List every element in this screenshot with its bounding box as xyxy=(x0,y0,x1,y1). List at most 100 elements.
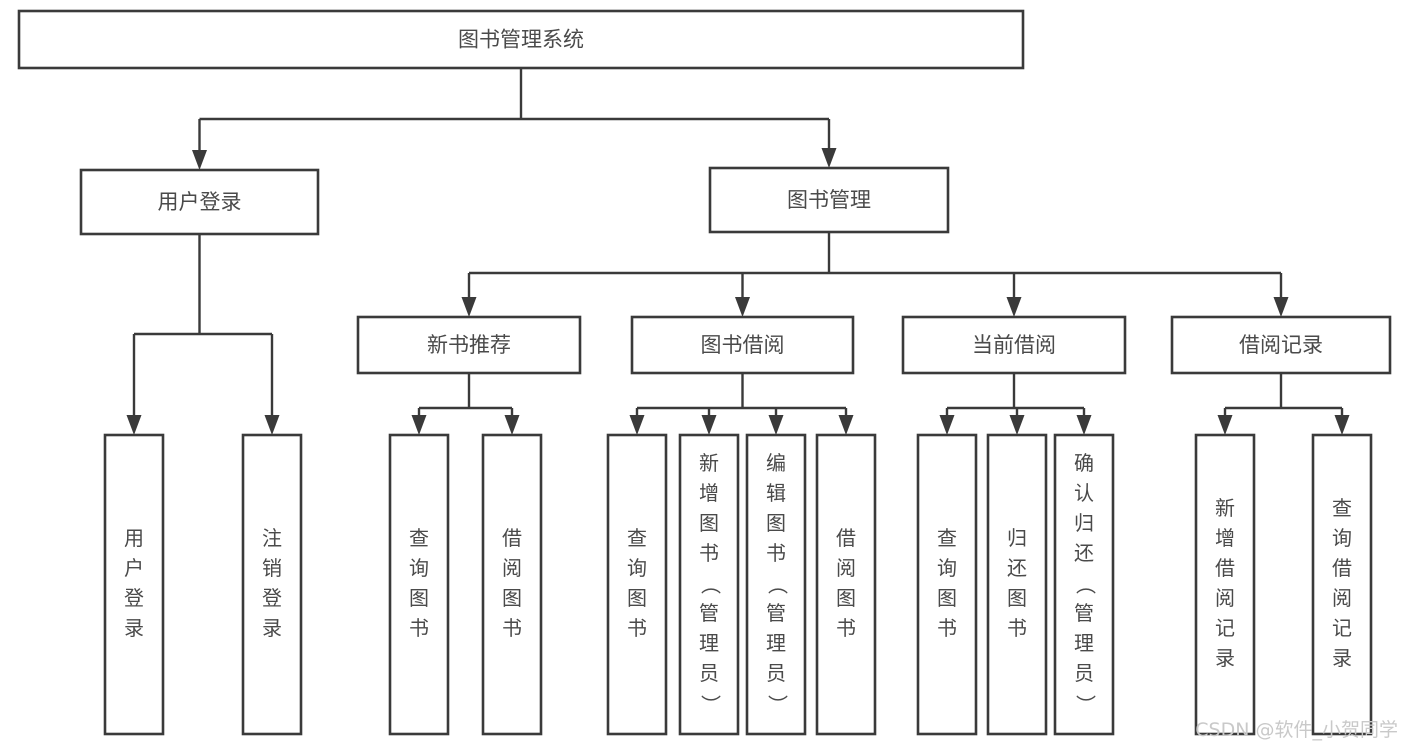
node-label-leaf-current-confirm: 归 xyxy=(1074,511,1094,535)
node-label-leaf-borrow-lend: 书 xyxy=(836,616,856,640)
node-box-leaf-record-add xyxy=(1194,433,1256,736)
node-box-leaf-user-logout xyxy=(241,433,303,736)
node-label-leaf-current-confirm: 理 xyxy=(1074,631,1094,655)
node-box-leaf-borrow-query xyxy=(606,433,668,736)
node-label-leaf-newbook-query: 查 xyxy=(409,526,429,550)
node-box-leaf-current-confirm xyxy=(1053,433,1115,736)
node-label-leaf-user-logout: 录 xyxy=(262,616,282,640)
node-label-leaf-borrow-edit: 员 xyxy=(766,661,786,685)
node-label-leaf-current-query: 询 xyxy=(937,556,957,580)
node-label-leaf-record-query: 阅 xyxy=(1332,586,1352,610)
node-root[interactable]: 图书管理系统 xyxy=(17,9,1025,70)
node-box-leaf-record-query xyxy=(1311,433,1373,736)
node-box-leaf-newbook-query xyxy=(388,433,450,736)
node-label-leaf-borrow-add: 管 xyxy=(699,601,719,625)
node-label-leaf-newbook-borrow: 借 xyxy=(502,526,522,550)
node-box-leaf-newbook-borrow xyxy=(481,433,543,736)
node-newbook[interactable]: 新书推荐 xyxy=(356,315,582,375)
node-label-leaf-borrow-edit: 理 xyxy=(766,631,786,655)
node-label-leaf-borrow-add: （ xyxy=(699,575,723,595)
node-label-leaf-borrow-lend: 借 xyxy=(836,526,856,550)
node-label-leaf-record-query: 查 xyxy=(1332,496,1352,520)
node-layer: 图书管理系统用户登录图书管理新书推荐图书借阅当前借阅借阅记录用户登录注销登录查询… xyxy=(17,9,1392,736)
node-label-leaf-user-login: 录 xyxy=(124,616,144,640)
node-current[interactable]: 当前借阅 xyxy=(901,315,1127,375)
node-label-leaf-newbook-query: 书 xyxy=(409,616,429,640)
node-label-leaf-user-logout: 登 xyxy=(262,586,282,610)
node-label-leaf-borrow-add: 员 xyxy=(699,661,719,685)
node-label-bookmgmt: 图书管理 xyxy=(787,188,871,212)
node-label-leaf-borrow-add: 增 xyxy=(699,481,719,505)
node-box-leaf-user-login xyxy=(103,433,165,736)
csdn-watermark: CSDN @软件_小贺同学 xyxy=(1195,719,1398,741)
node-label-leaf-record-query: 录 xyxy=(1332,646,1352,670)
node-label-leaf-current-confirm: 确 xyxy=(1074,451,1094,475)
node-label-leaf-current-confirm: ） xyxy=(1074,695,1098,715)
edge-group-record xyxy=(1217,373,1350,435)
node-label-leaf-current-confirm: （ xyxy=(1074,575,1098,595)
node-label-leaf-borrow-lend: 阅 xyxy=(836,556,856,580)
node-label-record: 借阅记录 xyxy=(1239,333,1323,357)
node-login[interactable]: 用户登录 xyxy=(79,168,320,236)
node-box-leaf-borrow-lend xyxy=(815,433,877,736)
node-label-root: 图书管理系统 xyxy=(458,28,584,52)
node-label-leaf-current-query: 书 xyxy=(937,616,957,640)
node-label-newbook: 新书推荐 xyxy=(427,333,511,357)
node-label-leaf-borrow-add: 新 xyxy=(699,451,719,475)
node-label-leaf-user-logout: 注 xyxy=(262,526,282,550)
node-label-leaf-user-login: 用 xyxy=(124,526,144,550)
node-label-leaf-current-confirm: 还 xyxy=(1074,541,1094,565)
node-label-leaf-record-add: 阅 xyxy=(1215,586,1235,610)
edge-group-borrow xyxy=(629,373,854,435)
node-label-leaf-current-confirm: 员 xyxy=(1074,661,1094,685)
node-label-login: 用户登录 xyxy=(158,190,242,214)
node-label-leaf-current-query: 图 xyxy=(937,586,957,610)
node-box-record xyxy=(1170,315,1392,375)
node-label-leaf-newbook-query: 图 xyxy=(409,586,429,610)
node-label-leaf-borrow-edit: 图 xyxy=(766,511,786,535)
node-label-leaf-current-return: 归 xyxy=(1007,526,1027,550)
node-label-leaf-record-add: 记 xyxy=(1215,616,1235,640)
node-label-leaf-borrow-edit: 辑 xyxy=(766,481,786,505)
node-label-leaf-user-login: 户 xyxy=(124,556,144,580)
node-record[interactable]: 借阅记录 xyxy=(1170,315,1392,375)
node-box-bookmgmt xyxy=(708,166,950,234)
node-label-leaf-record-query: 记 xyxy=(1332,616,1352,640)
node-box-newbook xyxy=(356,315,582,375)
node-label-leaf-user-login: 登 xyxy=(124,586,144,610)
node-box-login xyxy=(79,168,320,236)
node-label-leaf-borrow-query: 图 xyxy=(627,586,647,610)
node-label-leaf-current-return: 书 xyxy=(1007,616,1027,640)
edge-group-root xyxy=(192,68,837,170)
node-label-borrow: 图书借阅 xyxy=(701,333,785,357)
node-label-leaf-current-query: 查 xyxy=(937,526,957,550)
node-box-leaf-borrow-add xyxy=(678,433,740,736)
node-label-leaf-record-add: 增 xyxy=(1215,526,1235,550)
node-label-leaf-borrow-edit: ） xyxy=(766,695,790,715)
node-label-leaf-borrow-query: 询 xyxy=(627,556,647,580)
node-box-leaf-current-return xyxy=(986,433,1048,736)
node-borrow[interactable]: 图书借阅 xyxy=(630,315,855,375)
node-label-leaf-current-confirm: 认 xyxy=(1074,481,1094,505)
node-label-leaf-borrow-edit: （ xyxy=(766,575,790,595)
node-leaf-user-login[interactable]: 用户登录 xyxy=(103,433,165,736)
node-label-leaf-newbook-query: 询 xyxy=(409,556,429,580)
node-label-current: 当前借阅 xyxy=(972,333,1056,357)
node-bookmgmt[interactable]: 图书管理 xyxy=(708,166,950,234)
node-label-leaf-borrow-query: 查 xyxy=(627,526,647,550)
node-label-leaf-current-confirm: 管 xyxy=(1074,601,1094,625)
